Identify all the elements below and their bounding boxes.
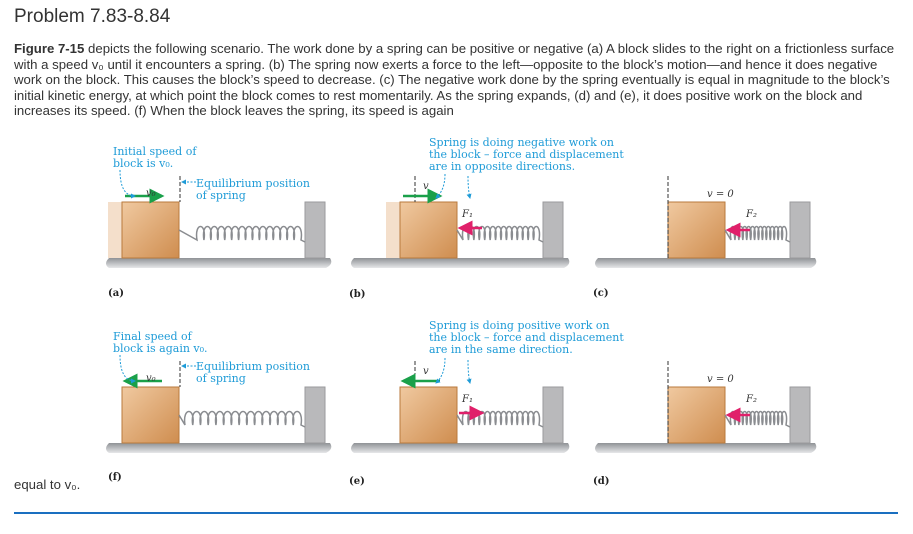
block <box>399 386 458 444</box>
description-tail: equal to v₀. <box>14 477 81 492</box>
floor <box>594 443 817 453</box>
description-text: depicts the following scenario. The work… <box>14 41 895 119</box>
caption-final-speed: block is again v₀. <box>113 342 208 355</box>
caption-equilibrium: of spring <box>196 189 246 202</box>
floor <box>105 258 332 268</box>
panel-label-a: (a) <box>108 288 124 299</box>
panel-label-e: (e) <box>349 476 365 487</box>
block <box>121 386 180 444</box>
force-label-f1: F₁ <box>461 209 473 220</box>
force-label-f2: F₂ <box>745 394 757 405</box>
motion-blur <box>108 202 122 258</box>
wall <box>304 201 326 259</box>
caption-equilibrium: Equilibrium position <box>196 360 310 373</box>
block <box>667 201 726 259</box>
caption-pointer <box>119 169 136 199</box>
caption-negative-work: are in opposite directions. <box>429 160 575 173</box>
block <box>667 386 726 444</box>
floor <box>594 258 817 268</box>
panel-label-b: (b) <box>349 289 365 300</box>
velocity-label-v: v <box>423 181 429 192</box>
floor <box>350 443 570 453</box>
caption-negative-work: the block – force and displacement <box>429 148 624 161</box>
panel-label-c: (c) <box>593 288 609 299</box>
wall <box>542 386 564 444</box>
force-label-f1: F₁ <box>461 394 473 405</box>
caption-pointer <box>466 359 472 384</box>
caption-equilibrium: Equilibrium position <box>196 177 310 190</box>
caption-pointer <box>435 357 446 384</box>
motion-blur <box>386 202 400 258</box>
caption-negative-work: Spring is doing negative work on <box>429 136 614 149</box>
problem-description: Figure 7-15 depicts the following scenar… <box>14 41 899 119</box>
spring <box>178 225 306 243</box>
velocity-label-v: v <box>423 366 429 377</box>
spring <box>456 225 544 243</box>
wall <box>789 386 811 444</box>
caption-equilibrium: of spring <box>196 372 246 385</box>
caption-positive-work: are in the same direction. <box>429 343 573 356</box>
caption-pointer <box>466 175 472 199</box>
figure-reference: Figure 7-15 <box>14 41 85 56</box>
panel-label-f: (f) <box>108 472 122 483</box>
caption-positive-work: Spring is doing positive work on <box>429 319 610 332</box>
divider <box>14 512 898 514</box>
block <box>399 201 458 259</box>
velocity-label-zero: v = 0 <box>707 189 734 200</box>
caption-pointer <box>119 354 136 384</box>
problem-title: Problem 7.83-8.84 <box>14 6 171 27</box>
wall <box>542 201 564 259</box>
velocity-label-zero: v = 0 <box>707 374 734 385</box>
caption-positive-work: the block – force and displacement <box>429 331 624 344</box>
caption-final-speed: Final speed of <box>113 330 193 343</box>
block <box>121 201 180 259</box>
spring <box>178 410 306 428</box>
velocity-label-v0: v₀ <box>146 373 156 384</box>
force-label-f2: F₂ <box>745 209 757 220</box>
wall <box>304 386 326 444</box>
caption-pointer <box>435 173 446 199</box>
caption-initial-speed: Initial speed of <box>113 145 197 158</box>
caption-initial-speed: block is v₀. <box>113 157 173 170</box>
panel-label-d: (d) <box>593 476 609 487</box>
wall <box>789 201 811 259</box>
floor <box>105 443 332 453</box>
velocity-label-v0: v₀ <box>146 188 156 199</box>
floor <box>350 258 570 268</box>
